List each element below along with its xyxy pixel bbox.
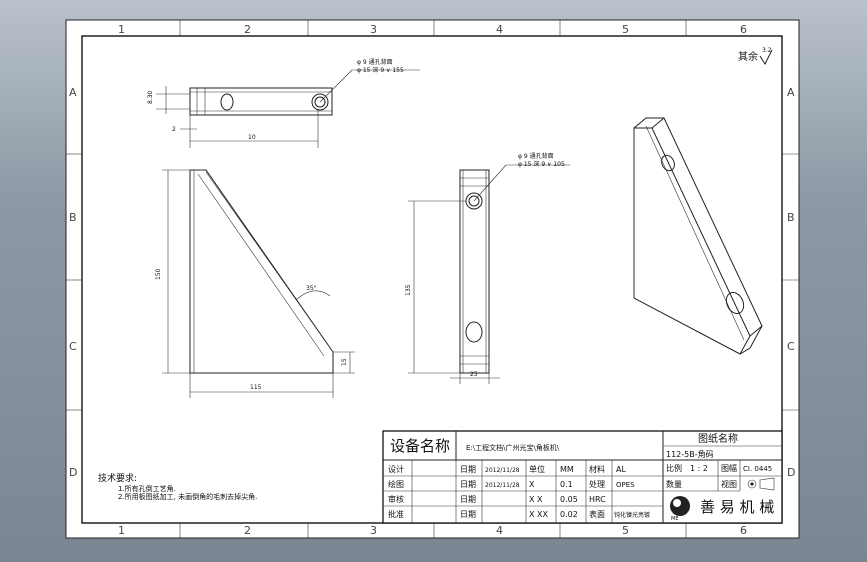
row-review-c1: X X: [529, 495, 543, 504]
zone-row-d-right: D: [787, 466, 795, 479]
row-design-c4: AL: [616, 465, 626, 474]
front-view: 150 115 15 35°: [155, 169, 355, 398]
row-approve-c3: 表面: [589, 509, 605, 519]
zone-row-b-left: B: [69, 211, 77, 224]
zone-row-b-right: B: [787, 211, 795, 224]
logo-text: ME: [671, 516, 678, 522]
surface-roughness-note: 其余 3.2: [738, 47, 773, 66]
front-dim-width: 115: [250, 384, 262, 391]
zone-col-1-bottom: 1: [118, 524, 125, 537]
row-approve-c2: 0.02: [560, 510, 578, 519]
side-hole-callout-1: φ 9 通孔背面: [518, 152, 554, 160]
zone-col-3-top: 3: [370, 23, 377, 36]
drawing-code: 112-5B-角码: [666, 449, 714, 459]
roughness-check-icon: [759, 49, 773, 66]
row-design-c2: MM: [560, 465, 574, 474]
row-review-role: 审核: [388, 494, 404, 504]
row-review-c2: 0.05: [560, 495, 578, 504]
side-dim-width: 25: [470, 371, 478, 378]
zone-col-1-top: 1: [118, 23, 125, 36]
zone-row-d-left: D: [69, 466, 77, 479]
top-dim-height: 8.30: [147, 90, 154, 104]
top-hole-callout-1: φ 9 通孔背面: [357, 58, 393, 66]
top-dim-left: 2: [172, 126, 176, 133]
row-draw-role: 绘图: [388, 479, 404, 489]
drawing-name-label: 图纸名称: [698, 432, 738, 445]
zone-row-a-left: A: [69, 86, 77, 99]
file-path: E:\工程文档\广州光宝\角板机\: [466, 443, 560, 452]
tech-note-1: 1.所有孔倒工艺角.: [118, 484, 176, 493]
side-view-outline: [459, 169, 490, 374]
row-draw-c2: 0.1: [560, 480, 573, 489]
title-block: 设备名称 E:\工程文档\广州光宝\角板机\ 图纸名称 112-5B-角码 设计…: [382, 430, 783, 524]
technical-notes: 技术要求: 1.所有孔倒工艺角. 2.所用板图纸加工, 未画倒角的毛刺去掉尖角.: [98, 472, 257, 501]
top-hole-callout-2: φ 15 深 9 ∨ 155: [357, 66, 404, 74]
sheet-label: 图幅: [721, 463, 737, 473]
roughness-label: 其余: [738, 50, 758, 63]
roughness-value: 3.2: [762, 47, 772, 54]
row-draw-date: 2012/11/28: [485, 482, 520, 489]
row-approve-date-label: 日期: [460, 510, 476, 519]
zone-col-6-bottom: 6: [740, 524, 747, 537]
row-review-c3: HRC: [589, 495, 606, 504]
projection-symbol-icon: [747, 477, 775, 491]
row-approve-c4: 钝化镍光亮镀: [614, 511, 650, 519]
zone-col-5-bottom: 5: [622, 524, 629, 537]
zone-row-c-right: C: [787, 340, 795, 353]
iso-hole-top: [661, 154, 675, 172]
row-approve-c1: X XX: [529, 510, 549, 519]
side-view: 135 25 φ 9 通孔背面 φ 15 深 9 ∨ 105: [405, 152, 570, 384]
tech-notes-title: 技术要求:: [98, 472, 137, 484]
zone-row-c-left: C: [69, 340, 77, 353]
row-design-date-label: 日期: [460, 465, 476, 474]
zone-col-2-bottom: 2: [244, 524, 251, 537]
sheet-value: CI. 0445: [743, 465, 772, 473]
front-angle: 35°: [306, 285, 317, 292]
view-label: 视图: [721, 479, 737, 489]
scale-value: 1 : 2: [690, 464, 708, 473]
front-dim-height: 150: [155, 268, 162, 280]
side-view-slot: [465, 321, 483, 343]
row-design-role: 设计: [388, 464, 404, 474]
row-draw-c1: X: [529, 480, 535, 489]
row-draw-c4: OPES: [616, 481, 635, 489]
qty-label: 数量: [666, 479, 682, 489]
top-view-slot: [220, 93, 234, 111]
zone-col-4-top: 4: [496, 23, 503, 36]
zone-col-6-top: 6: [740, 23, 747, 36]
zone-col-3-bottom: 3: [370, 524, 377, 537]
row-approve-role: 批准: [388, 509, 404, 519]
top-view: 8.30 10 2 φ 9 通孔背面 φ 15 深 9 ∨ 155: [147, 58, 420, 148]
isometric-view: [633, 117, 763, 355]
equipment-name-label: 设备名称: [390, 437, 450, 455]
side-dim-height: 135: [405, 284, 412, 296]
top-view-counterbore: [311, 93, 329, 111]
row-draw-date-label: 日期: [460, 480, 476, 489]
zone-col-4-bottom: 4: [496, 524, 503, 537]
company-logo-icon: ME: [670, 496, 690, 522]
iso-hole-bottom: [725, 291, 745, 315]
row-review-date-label: 日期: [460, 495, 476, 504]
row-design-c1: 单位: [529, 464, 545, 474]
scale-label: 比例: [666, 463, 682, 473]
tech-note-2: 2.所用板图纸加工, 未画倒角的毛刺去掉尖角.: [118, 492, 257, 501]
row-draw-c3: 处理: [589, 479, 605, 489]
company-name: 善 易 机 械: [700, 498, 774, 516]
row-design-date: 2012/11/28: [485, 467, 520, 474]
front-dim-small: 15: [341, 358, 348, 366]
row-design-c3: 材料: [589, 464, 605, 474]
zone-col-5-top: 5: [622, 23, 629, 36]
top-view-outline: [189, 87, 333, 116]
zone-ticks: [66, 20, 799, 538]
zone-col-2-top: 2: [244, 23, 251, 36]
top-dim-length: 10: [248, 134, 256, 141]
side-hole-callout-2: φ 15 深 9 ∨ 105: [518, 160, 565, 168]
zone-row-a-right: A: [787, 86, 795, 99]
